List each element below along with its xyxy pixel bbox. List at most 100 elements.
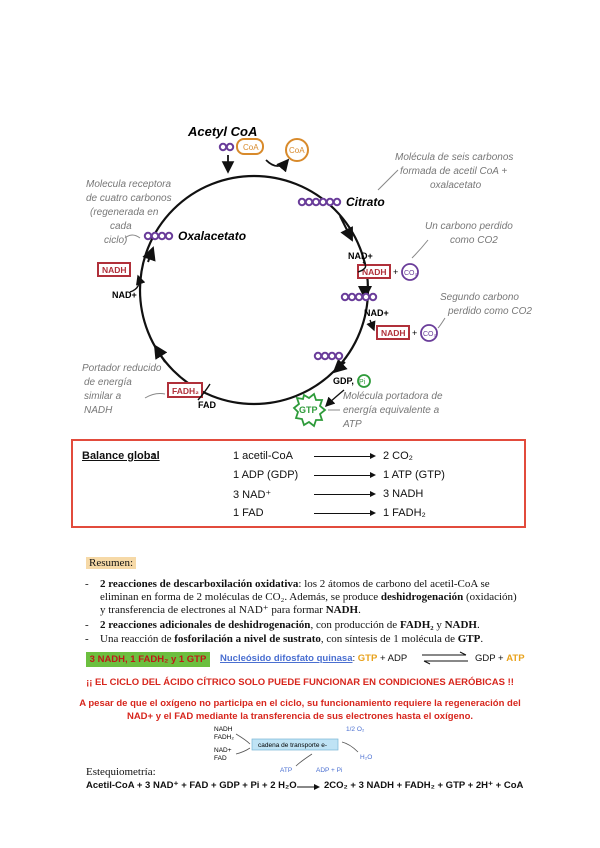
enzyme-colon: : [352,653,356,664]
coa-released-text: CoA [289,146,305,155]
gtp-text: GTP [357,653,378,664]
co2-text-1: CO₂ [404,270,418,277]
tc-nadh: NADH [214,726,233,733]
tc-nad: NAD+ [214,747,232,754]
nad-label-3: NAD+ [112,290,137,300]
resumen-heading: Resumen: [86,557,136,569]
balance-left: 1 ADP (GDP) [233,469,299,481]
balance-right: 1 FADH₂ [383,507,426,519]
co2-1 [401,263,419,281]
five-carbon-beads [340,292,378,302]
svg-text:Un carbono perdido: Un carbono perdido [425,221,513,232]
tc-atp: ATP [280,767,292,774]
balance-colon: : [152,450,156,462]
nadh-text-2: NADH [381,328,406,338]
svg-text:energía equivalente a: energía equivalente a [343,405,440,416]
pi-circle [357,374,371,388]
tc-fad: FAD [214,755,227,762]
bullet-dash: - [85,578,89,590]
note-second-carbon: Segundo carbono perdido como CO2 [440,292,532,317]
note-six-carbons: Molécula de seis carbonos formada de ace… [395,152,513,191]
resumen-item: - Una reacción de fosforilación a nivel … [85,633,484,645]
cycle-circle [138,174,370,406]
transport-chain-diagram: NADH FADH₂ NAD+ FAD cadena de transporte… [214,726,372,774]
krebs-cycle-diagram: Acetyl CoA CoA CoA Citrato Oxalacetato N… [82,124,532,430]
co2-2 [420,324,438,342]
nadh-text-3: NADH [102,265,127,275]
gdp-label: GDP, [333,376,354,386]
tc-chain-box [251,738,339,751]
svg-text:de energía: de energía [84,377,132,388]
pi-text: Pi [359,379,366,386]
svg-text:Portador reducido: Portador reducido [82,363,162,374]
svg-text:ATP: ATP [342,419,362,430]
svg-text:cada: cada [110,221,132,232]
tc-chain-label: cadena de transporte e- [258,742,327,749]
adp-text: + ADP [379,653,408,664]
coa-badge [236,138,264,155]
acetyl-coa-label: Acetyl CoA [187,124,257,139]
nadh-box-3 [97,262,131,277]
arrow-icon [314,453,376,459]
tc-adp: ADP + Pi [316,767,342,774]
nadh-box-2 [376,325,410,340]
oxygen-note: A pesar de que el oxígeno no participa e… [79,698,521,722]
svg-text:de cuatro carbonos: de cuatro carbonos [86,193,172,204]
tc-o2: 1/2 O₂ [346,726,365,733]
svg-text:ciclo): ciclo) [104,235,127,246]
fad-label: FAD [198,400,217,410]
enzyme-name: Nucleósido difosfato quinasa [220,653,353,664]
balance-right: 3 NADH [383,488,424,500]
note-energy-carrier: Molécula portadora de energía equivalent… [342,391,443,430]
arrow-icon [314,491,376,497]
nad-label-2: NAD+ [364,308,389,318]
plus-2: + [412,328,417,338]
svg-text:oxalacetato: oxalacetato [430,180,482,191]
svg-text:Molécula de seis carbonos: Molécula de seis carbonos [395,152,513,163]
plus-1: + [393,267,398,277]
coa-text: CoA [243,143,259,152]
products-badge: 3 NADH, 1 FADH₂ y 1 GTP [86,652,210,667]
stoich-right: 2CO₂ + 3 NADH + FADH₂ + GTP + 2H⁺ + CoA [324,780,524,791]
svg-text:NADH: NADH [84,405,113,416]
stoich-left: Acetil-CoA + 3 NAD⁺ + FAD + GDP + Pi + 2… [86,780,297,791]
aerobic-warning: ¡¡ EL CICLO DEL ÁCIDO CÍTRICO SOLO PUEDE… [86,677,514,688]
stoich-label: Estequiometría: [86,766,156,778]
note-receptor: Molecula receptora de cuatro carbonos (r… [86,179,172,246]
svg-text:Molécula portadora de: Molécula portadora de [343,391,443,402]
gtp-burst-icon [292,392,327,428]
bullet-dash: - [85,633,89,645]
balance-left: 3 NAD⁺ [233,489,272,501]
svg-text:como CO2: como CO2 [450,235,498,246]
acetyl-beads [218,142,235,152]
fadh2-box [167,382,203,398]
reaction-products: GDP + ATP [475,653,525,664]
four-carbon-beads [313,351,344,361]
coa-released [285,138,309,162]
svg-text:Segundo carbono: Segundo carbono [440,292,519,303]
balance-left: 1 acetil-CoA [233,450,293,462]
stoich-arrow-icon [297,784,320,790]
co2-text-2: CO₂ [423,331,437,338]
bullet-dash: - [85,619,89,631]
balance-right: 2 CO₂ [383,450,413,462]
balance-label: Balance global [82,450,160,462]
tc-h2o: H₂O [360,754,372,761]
svg-text:formada de acetil CoA +: formada de acetil CoA + [400,166,507,177]
nad-label-1: NAD+ [348,251,373,261]
atp-text: ATP [506,653,525,664]
balance-left: 1 FAD [233,507,264,519]
note-reduced-carrier: Portador reducido de energía similar a N… [82,363,162,416]
balance-right: 1 ATP (GTP) [383,469,445,481]
resumen-item: - 2 reacciones de descarboxilación oxida… [85,578,517,616]
svg-text:perdido como CO2: perdido como CO2 [447,306,532,317]
enzyme-reaction: Nucleósido difosfato quinasa: GTP + ADP [220,653,407,664]
citrato-label: Citrato [346,195,385,209]
resumen-item: - 2 reacciones adicionales de deshidroge… [85,619,480,631]
oxalacetato-label: Oxalacetato [178,229,246,243]
gtp-text: GTP [299,405,318,415]
arrow-icon [314,472,376,478]
svg-text:(regenerada en: (regenerada en [90,207,159,218]
arrow-icon [314,510,376,516]
oxalacetato-beads [143,231,174,241]
